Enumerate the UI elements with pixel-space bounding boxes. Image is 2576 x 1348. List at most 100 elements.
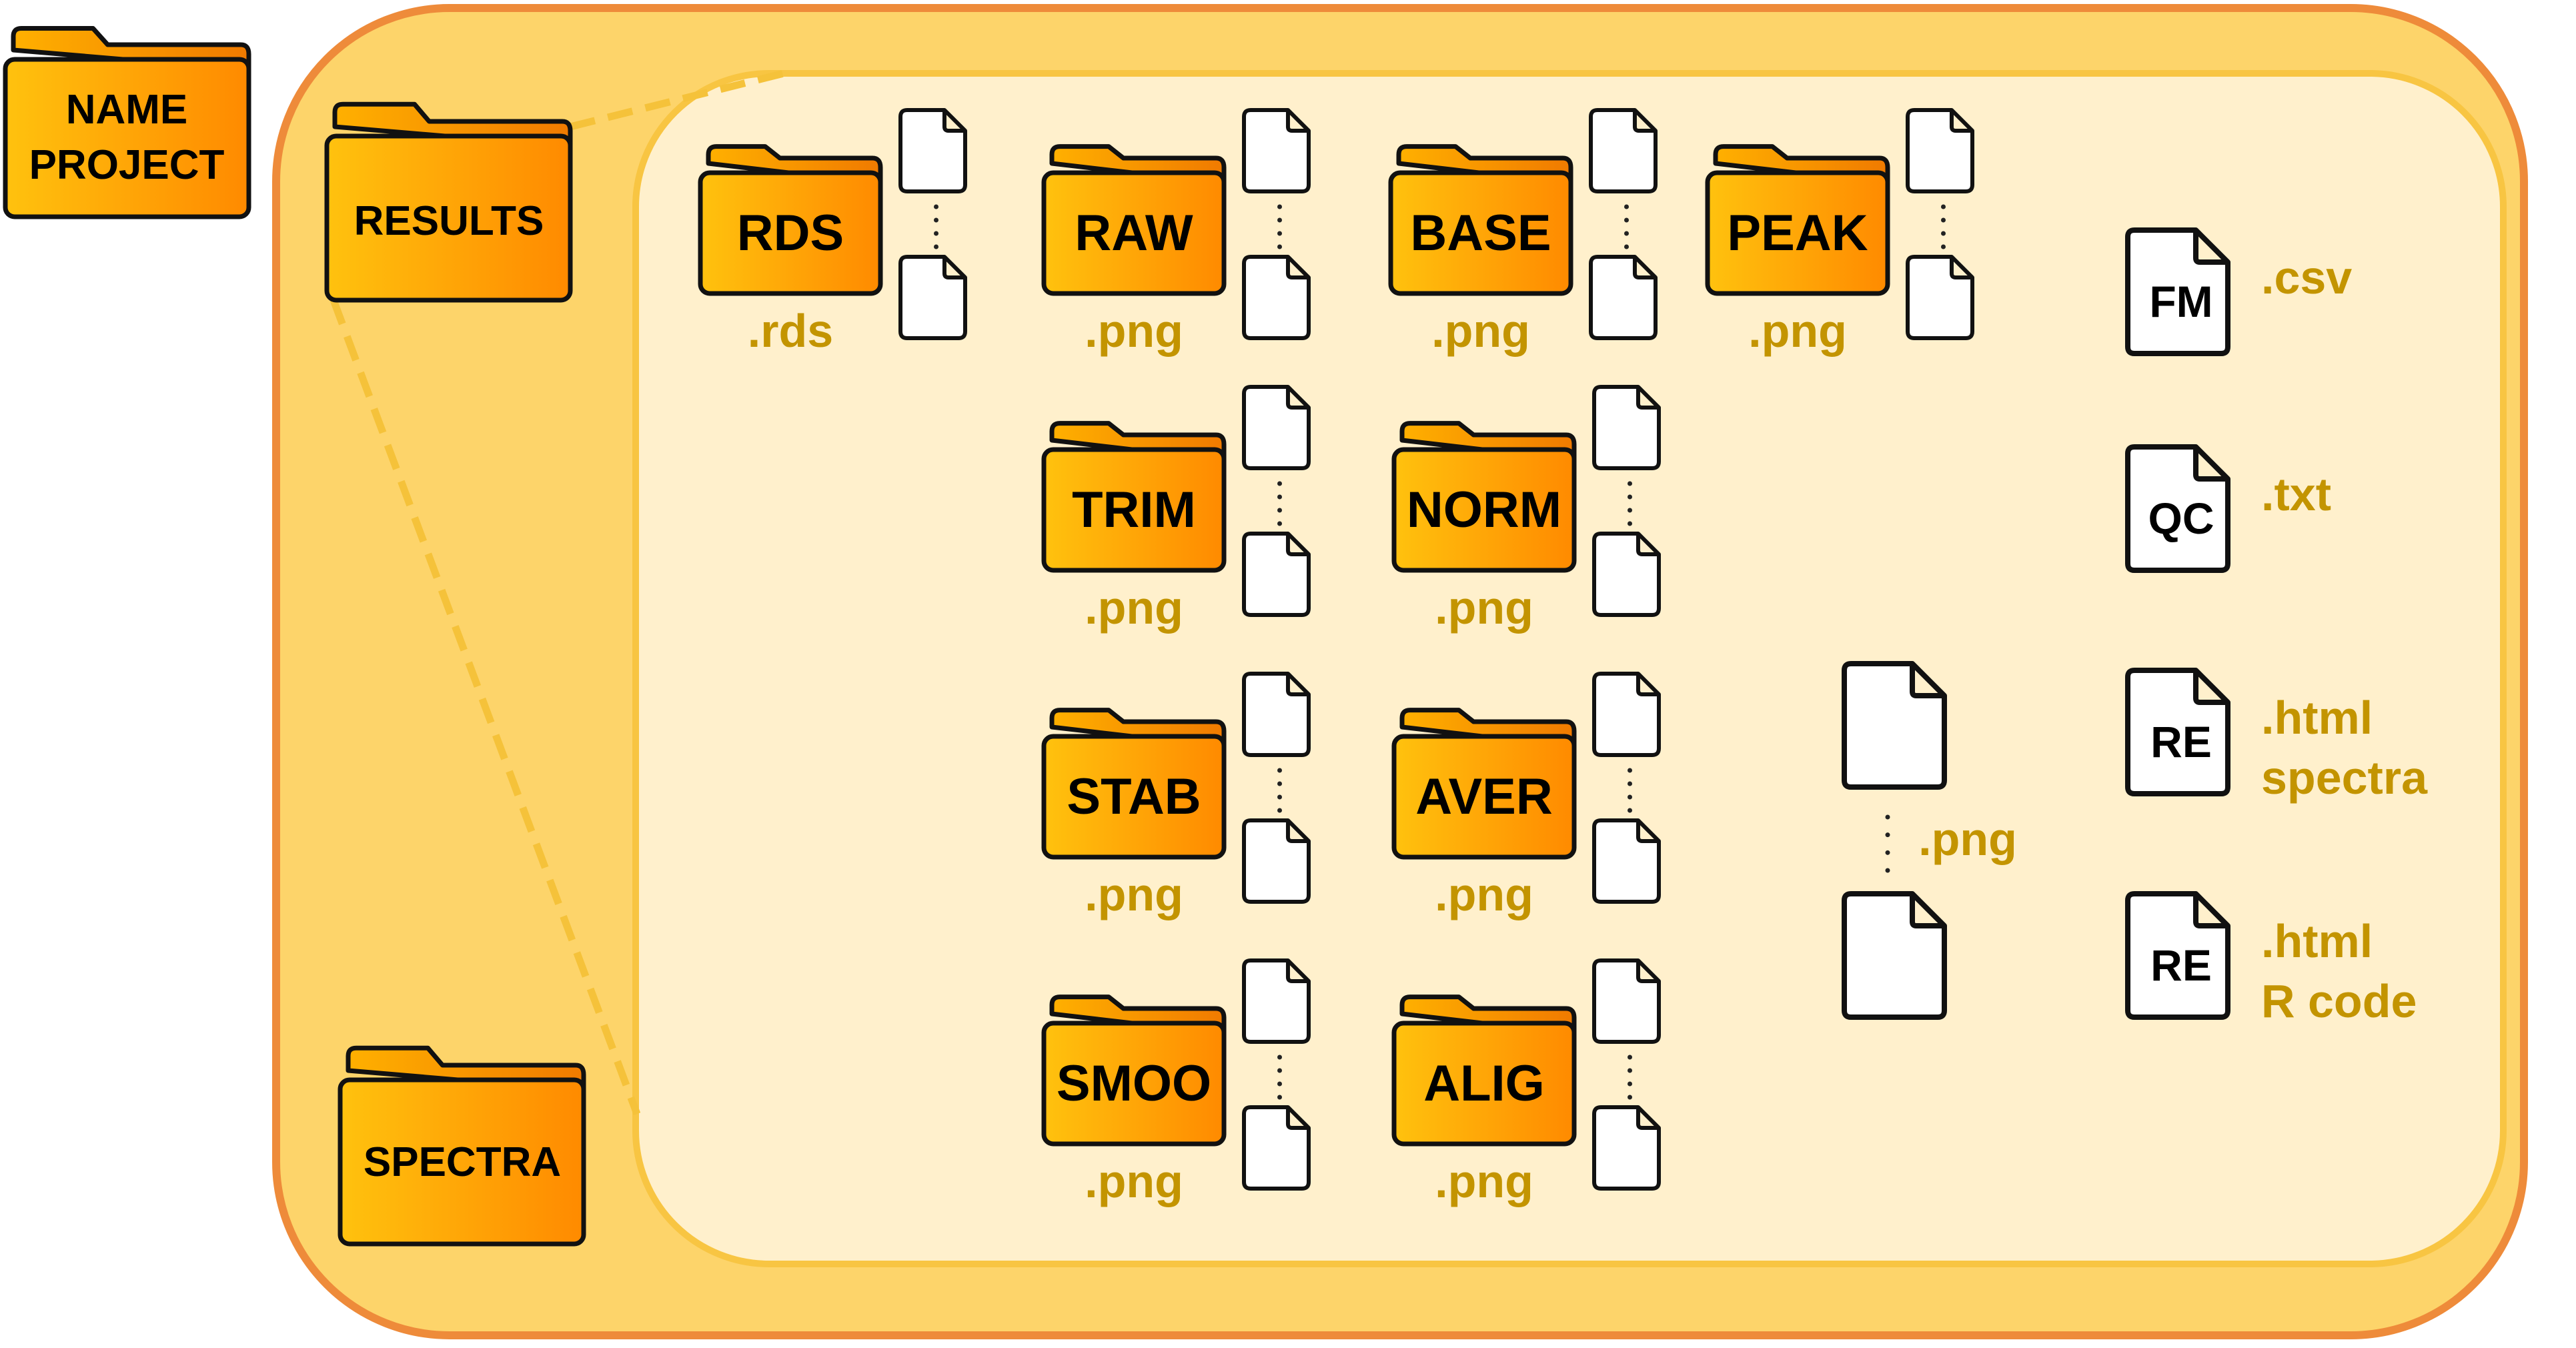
file-icon-png-last <box>1842 891 1947 1020</box>
file-icon-trim-last <box>1242 532 1311 617</box>
ellipsis-smoo <box>1277 1081 1282 1087</box>
folder-ext-raw: .png <box>1085 305 1183 357</box>
ellipsis-aver <box>1628 781 1632 786</box>
folder-icon-spectra <box>338 1045 586 1247</box>
file-icon-alig-last <box>1592 1105 1661 1191</box>
folder-icon-norm <box>1391 421 1577 573</box>
file-icon-aver-last <box>1592 818 1661 904</box>
folder-icon-rds <box>698 144 883 296</box>
root-folder-label-line2: PROJECT <box>29 142 225 188</box>
file-icon-smoo-last <box>1242 1105 1311 1191</box>
file-ext-re-spectra: .html <box>2261 692 2373 744</box>
folder-label-smoo: SMOO <box>1057 1055 1211 1112</box>
ellipsis-stab <box>1277 808 1282 813</box>
folder-label-aver: AVER <box>1415 768 1553 825</box>
folder-ext-norm: .png <box>1435 582 1533 634</box>
ellipsis-norm <box>1628 494 1632 500</box>
ellipsis-alig <box>1628 1055 1632 1060</box>
results-folder-label: RESULTS <box>354 198 544 244</box>
connector-line-bottom <box>330 299 641 1115</box>
folder-label-trim: TRIM <box>1072 482 1196 538</box>
folder-label-stab: STAB <box>1067 768 1201 825</box>
file-label-re-spectra: RE <box>2150 717 2212 766</box>
ellipsis-norm <box>1628 481 1632 486</box>
ellipsis-trim <box>1277 494 1282 500</box>
file-icon-rds-first <box>898 108 967 193</box>
file-icon-stab-last <box>1242 818 1311 904</box>
ellipsis-trim <box>1277 521 1282 526</box>
folder-icon-raw <box>1041 144 1227 296</box>
root-folder-label-line1: NAME <box>66 87 188 133</box>
ellipsis-png <box>1885 814 1890 820</box>
ellipsis-stab <box>1277 794 1282 800</box>
ellipsis-stab <box>1277 781 1282 786</box>
ellipsis-png <box>1885 868 1890 873</box>
ellipsis-aver <box>1628 794 1632 800</box>
file-icon-smoo-first <box>1242 958 1311 1044</box>
folder-ext-base: .png <box>1431 305 1530 357</box>
file-icon-peak-first <box>1906 108 1974 193</box>
ellipsis-raw <box>1277 231 1282 236</box>
file-label-qc: QC <box>2148 494 2214 543</box>
folder-ext-aver: .png <box>1435 868 1533 920</box>
file-icon-re-spectra <box>2125 668 2230 796</box>
file-ext2-re-rcode: R code <box>2261 975 2417 1027</box>
ellipsis-norm <box>1628 521 1632 526</box>
file-icon-trim-first <box>1242 385 1311 470</box>
file-ext2-re-spectra: spectra <box>2261 752 2428 804</box>
ellipsis-alig <box>1628 1095 1632 1100</box>
ellipsis-png <box>1885 850 1890 855</box>
file-icon-fm <box>2125 227 2230 356</box>
folder-label-base: BASE <box>1410 205 1551 261</box>
ellipsis-smoo <box>1277 1095 1282 1100</box>
file-label-fm: FM <box>2149 277 2212 326</box>
ellipsis-aver <box>1628 768 1632 773</box>
ellipsis-alig <box>1628 1068 1632 1073</box>
loose-png-ext: .png <box>1918 813 2017 865</box>
ellipsis-base <box>1624 231 1629 236</box>
folder-ext-alig: .png <box>1435 1155 1533 1207</box>
spectra-folder-label: SPECTRA <box>364 1139 561 1185</box>
ellipsis-rds <box>934 217 938 223</box>
folder-ext-peak: .png <box>1748 305 1847 357</box>
file-icon-base-first <box>1589 108 1658 193</box>
file-icon-base-last <box>1589 255 1658 340</box>
file-icon-alig-first <box>1592 958 1661 1044</box>
file-icon-raw-last <box>1242 255 1311 340</box>
file-ext-fm: .csv <box>2261 251 2352 303</box>
ellipsis-trim <box>1277 508 1282 513</box>
ellipsis-raw <box>1277 217 1282 223</box>
ellipsis-base <box>1624 204 1629 209</box>
file-icon-re-rcode <box>2125 891 2230 1020</box>
file-icon-aver-first <box>1592 672 1661 757</box>
ellipsis-png <box>1885 832 1890 838</box>
file-icon-png-first <box>1842 661 1947 790</box>
ellipsis-peak <box>1941 204 1946 209</box>
ellipsis-norm <box>1628 508 1632 513</box>
file-icon-raw-first <box>1242 108 1311 193</box>
folder-label-rds: RDS <box>737 205 844 261</box>
file-icon-qc <box>2125 444 2230 573</box>
folder-label-alig: ALIG <box>1423 1055 1545 1112</box>
ellipsis-stab <box>1277 768 1282 773</box>
ellipsis-aver <box>1628 808 1632 813</box>
folder-icon-trim <box>1041 421 1227 573</box>
folder-icon-alig <box>1391 994 1577 1147</box>
file-icon-peak-last <box>1906 255 1974 340</box>
ellipsis-rds <box>934 244 938 249</box>
ellipsis-trim <box>1277 481 1282 486</box>
ellipsis-base <box>1624 217 1629 223</box>
folder-ext-smoo: .png <box>1085 1155 1183 1207</box>
folder-icon-name-project <box>3 26 251 219</box>
folder-ext-trim: .png <box>1085 582 1183 634</box>
folder-label-raw: RAW <box>1075 205 1193 261</box>
ellipsis-smoo <box>1277 1055 1282 1060</box>
ellipsis-rds <box>934 204 938 209</box>
ellipsis-peak <box>1941 231 1946 236</box>
folder-icon-peak <box>1705 144 1890 296</box>
file-label-re-rcode: RE <box>2150 940 2212 990</box>
folder-icon-base <box>1388 144 1573 296</box>
file-icon-rds-last <box>898 255 967 340</box>
file-icon-stab-first <box>1242 672 1311 757</box>
folder-icon-results <box>324 101 573 303</box>
